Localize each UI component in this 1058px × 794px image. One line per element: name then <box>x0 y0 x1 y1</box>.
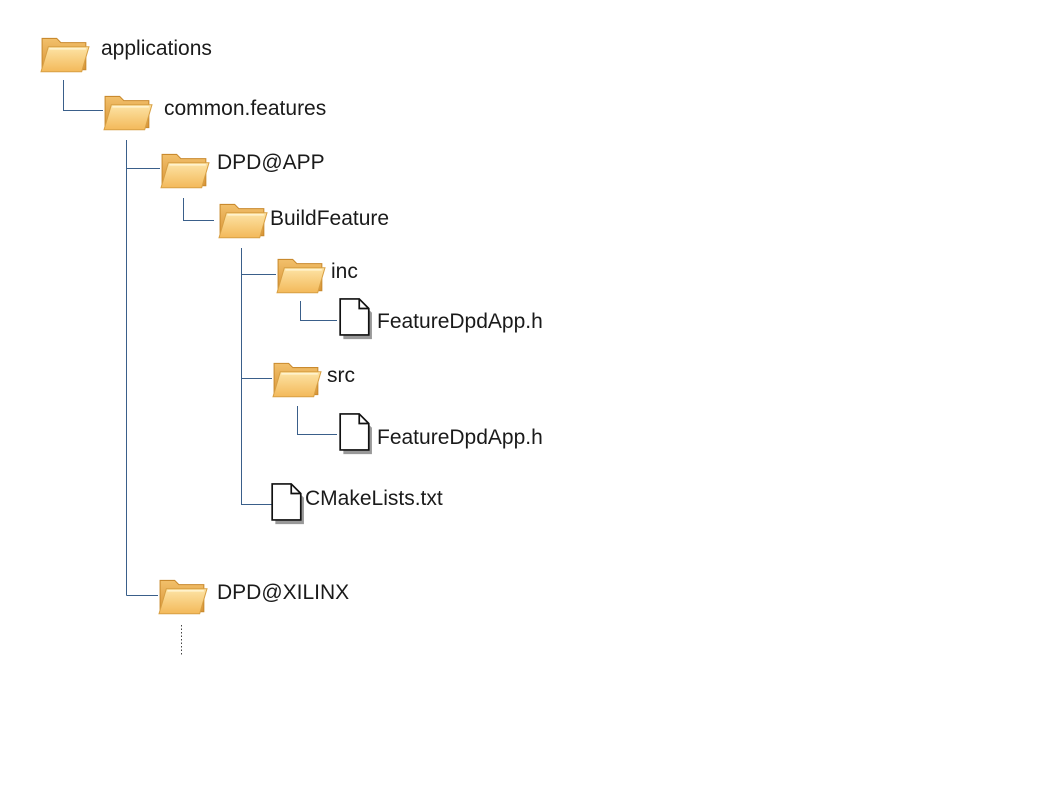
connectors <box>63 80 337 596</box>
connector-dpd-app <box>126 140 160 169</box>
folder-open-icon <box>103 95 153 131</box>
node-label-src-file[interactable]: FeatureDpdApp.h <box>377 426 543 449</box>
file-icon <box>271 483 305 525</box>
connector-src-file <box>297 406 337 435</box>
folder-open-icon <box>272 362 322 398</box>
node-label-build-feature[interactable]: BuildFeature <box>270 207 390 230</box>
file-icon <box>339 298 373 340</box>
node-label-common-features[interactable]: common.features <box>164 97 327 120</box>
node-label-inc[interactable]: inc <box>331 260 358 283</box>
node-label-applications[interactable]: applications <box>101 37 212 60</box>
connector-build-feature <box>183 198 214 221</box>
folder-open-icon <box>160 153 210 189</box>
folder-open-icon <box>218 203 268 239</box>
node-label-src[interactable]: src <box>327 364 355 387</box>
node-label-dpd-xilinx[interactable]: DPD@XILINX <box>217 581 350 604</box>
folder-open-icon <box>276 258 326 294</box>
folder-open-icon <box>158 579 208 615</box>
folder-open-icon <box>40 37 90 73</box>
node-label-dpd-app[interactable]: DPD@APP <box>217 151 325 174</box>
connector-inc-file <box>300 301 337 321</box>
connector-buildfeature-trunk <box>241 248 272 505</box>
node-label-inc-file[interactable]: FeatureDpdApp.h <box>377 310 543 333</box>
node-label-cmakelists[interactable]: CMakeLists.txt <box>305 487 443 510</box>
connector-common-features <box>63 80 103 111</box>
file-icon <box>339 413 373 455</box>
